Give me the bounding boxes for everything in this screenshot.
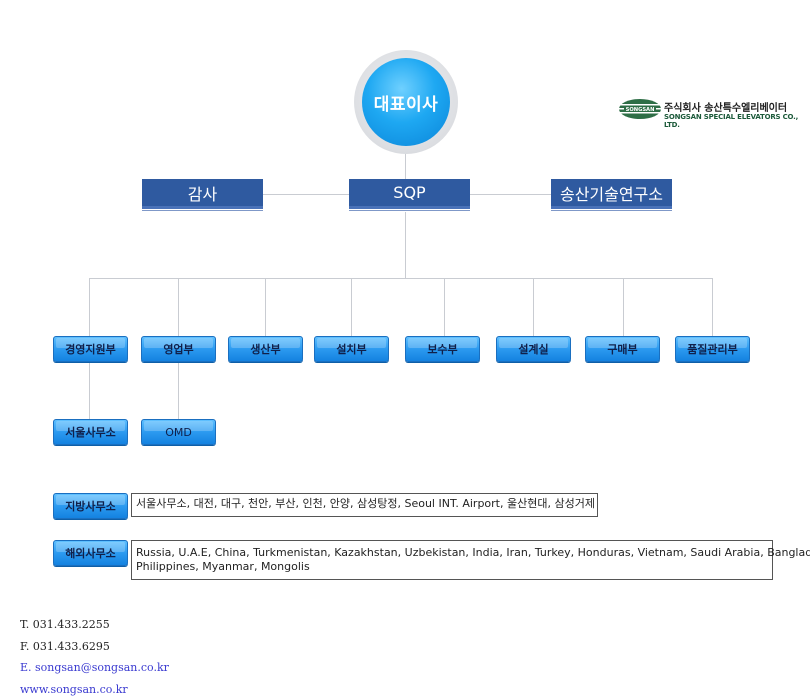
connector-sqp-lab	[470, 194, 552, 195]
connector-dept-3	[265, 278, 266, 336]
overseas-offices-list: Russia, U.A.E, China, Turkmenistan, Kaza…	[131, 540, 810, 580]
sub-unit-label: OMD	[165, 425, 192, 439]
connector-mgmt-seoul	[89, 362, 90, 420]
connector-dept-8	[712, 278, 713, 336]
logo-korean-name: 주식회사 송산특수엘리베이터	[664, 103, 788, 114]
ceo-node: 대표이사	[354, 50, 458, 154]
connector-ceo-sqp	[405, 154, 406, 180]
connector-dept-4	[351, 278, 352, 336]
sub-unit-label: 서울사무소	[65, 426, 116, 439]
dept-label: 품질관리부	[687, 343, 738, 356]
dept-label: 설치부	[336, 343, 367, 356]
seoul-office: 서울사무소	[53, 419, 128, 445]
connector-sqp-down	[405, 212, 406, 278]
dept-label: 구매부	[607, 343, 638, 356]
overseas-line-1: Russia, U.A.E, China, Turkmenistan, Kaza…	[136, 546, 810, 559]
dept-sales: 영업부	[141, 336, 216, 362]
contact-website-link[interactable]: www.songsan.co.kr	[20, 683, 128, 696]
dept-label: 설계실	[518, 343, 549, 356]
sqp-box: SQP	[349, 179, 470, 211]
dept-production: 생산부	[228, 336, 303, 362]
connector-dept-5	[444, 278, 445, 336]
audit-box: 감사	[142, 179, 263, 211]
overseas-line-2: Philippines, Myanmar, Mongolis	[136, 560, 310, 573]
connector-dept-bus	[89, 278, 713, 279]
dept-label: 생산부	[250, 343, 281, 356]
ceo-label: 대표이사	[362, 58, 450, 146]
overseas-offices-title: 해외사무소	[65, 547, 116, 560]
regional-offices-list: 서울사무소, 대전, 대구, 천안, 부산, 인천, 안양, 삼성탕정, Seo…	[131, 493, 598, 517]
connector-dept-6	[533, 278, 534, 336]
connector-dept-7	[623, 278, 624, 336]
dept-quality-control: 품질관리부	[675, 336, 750, 362]
contact-fax: F. 031.433.6295	[20, 640, 110, 653]
dept-label: 경영지원부	[65, 343, 116, 356]
regional-offices-label: 지방사무소	[53, 493, 128, 519]
dept-label: 영업부	[163, 343, 194, 356]
connector-dept-2	[178, 278, 179, 336]
omd-unit: OMD	[141, 419, 216, 445]
research-lab-box: 송산기술연구소	[551, 179, 672, 211]
songsan-logo-icon: SONGSAN	[619, 99, 661, 119]
connector-audit-sqp	[262, 194, 350, 195]
dept-design: 설계실	[496, 336, 571, 362]
dept-maintenance: 보수부	[405, 336, 480, 362]
logo-english-name: SONGSAN SPECIAL ELEVATORS CO., LTD.	[664, 113, 799, 129]
dept-label: 보수부	[427, 343, 458, 356]
connector-sales-omd	[178, 362, 179, 420]
dept-installation: 설치부	[314, 336, 389, 362]
contact-tel: T. 031.433.2255	[20, 618, 110, 631]
dept-management-support: 경영지원부	[53, 336, 128, 362]
dept-purchasing: 구매부	[585, 336, 660, 362]
overseas-offices-label: 해외사무소	[53, 540, 128, 566]
svg-text:SONGSAN: SONGSAN	[626, 107, 655, 113]
contact-email-link[interactable]: E. songsan@songsan.co.kr	[20, 661, 169, 674]
connector-dept-1	[89, 278, 90, 336]
regional-offices-title: 지방사무소	[65, 500, 116, 513]
